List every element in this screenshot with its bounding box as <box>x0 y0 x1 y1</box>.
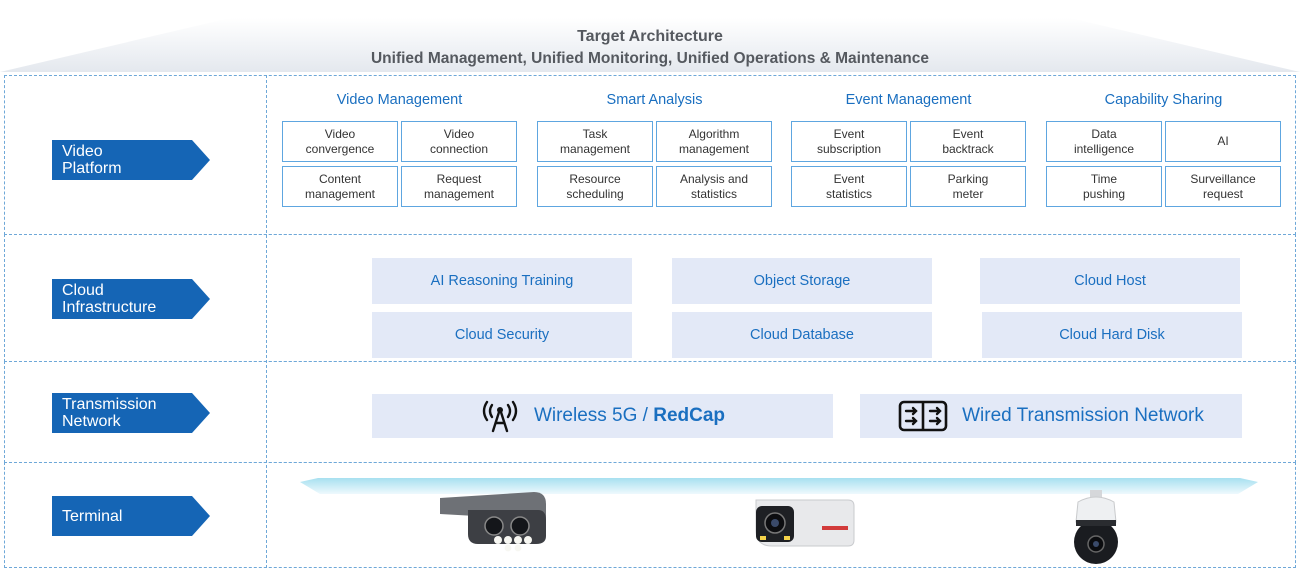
dome-ptz-camera-icon <box>1074 490 1118 564</box>
tag-video-platform: Video Platform <box>52 140 210 180</box>
cloud-host: Cloud Host <box>980 258 1240 304</box>
tag-label: Cloud Infrastructure <box>62 282 157 316</box>
wired-label: Wired Transmission Network <box>962 405 1204 426</box>
wireless-5g-box: Wireless 5G / RedCap <box>372 394 833 438</box>
wireless-label-prefix: Wireless 5G / <box>533 405 654 426</box>
group-title-video-management: Video Management <box>336 92 463 108</box>
tag-transmission-network: Transmission Network <box>52 393 210 433</box>
cell-video-connection: Video connection <box>401 121 517 162</box>
network-switch-icon <box>898 400 948 432</box>
cloud-database: Cloud Database <box>672 312 932 358</box>
cloud-hard-disk: Cloud Hard Disk <box>982 312 1242 358</box>
cell-video-convergence: Video convergence <box>282 121 398 162</box>
cell-parking-meter: Parking meter <box>910 166 1026 207</box>
cloud-ai-reasoning-training: AI Reasoning Training <box>372 258 632 304</box>
tag-label: Video Platform <box>62 143 122 177</box>
tag-arrow-shape <box>52 140 210 180</box>
bullet-camera-dual-lens-icon <box>440 492 546 552</box>
cloud-object-storage: Object Storage <box>672 258 932 304</box>
wired-network-box: Wired Transmission Network <box>860 394 1242 438</box>
roof-banner <box>0 18 1300 72</box>
diagram-title: Target Architecture <box>577 28 723 45</box>
antenna-icon <box>480 399 520 433</box>
wireless-label: Wireless 5G / RedCap <box>534 405 725 427</box>
group-title-capability-sharing: Capability Sharing <box>1104 92 1223 108</box>
cell-event-backtrack: Event backtrack <box>910 121 1026 162</box>
cloud-security: Cloud Security <box>372 312 632 358</box>
tag-arrow-shape <box>52 496 210 536</box>
cell-event-subscription: Event subscription <box>791 121 907 162</box>
cell-ai: AI <box>1165 121 1281 162</box>
tag-label: Terminal <box>62 507 123 525</box>
terminal-platform <box>300 478 1258 494</box>
tag-arrow-shape <box>52 279 210 319</box>
cell-analysis-and-statistics: Analysis and statistics <box>656 166 772 207</box>
cell-time-pushing: Time pushing <box>1046 166 1162 207</box>
cell-resource-scheduling: Resource scheduling <box>537 166 653 207</box>
column-divider <box>266 75 267 568</box>
tag-label: Transmission Network <box>62 396 157 430</box>
cell-data-intelligence: Data intelligence <box>1046 121 1162 162</box>
wireless-label-redcap: RedCap <box>653 405 726 426</box>
bullet-camera-icon <box>755 499 855 547</box>
cell-algorithm-management: Algorithm management <box>656 121 772 162</box>
tag-arrow-shape <box>52 393 210 433</box>
group-title-event-management: Event Management <box>845 92 972 108</box>
tag-terminal: Terminal <box>52 496 210 536</box>
diagram-subtitle: Unified Management, Unified Monitoring, … <box>370 50 930 67</box>
cell-event-statistics: Event statistics <box>791 166 907 207</box>
cell-request-management: Request management <box>401 166 517 207</box>
cell-task-management: Task management <box>537 121 653 162</box>
cell-content-management: Content management <box>282 166 398 207</box>
group-title-smart-analysis: Smart Analysis <box>606 92 703 108</box>
cell-surveillance-request: Surveillance request <box>1165 166 1281 207</box>
row-terminal <box>4 462 1296 568</box>
tag-cloud-infrastructure: Cloud Infrastructure <box>52 279 210 319</box>
